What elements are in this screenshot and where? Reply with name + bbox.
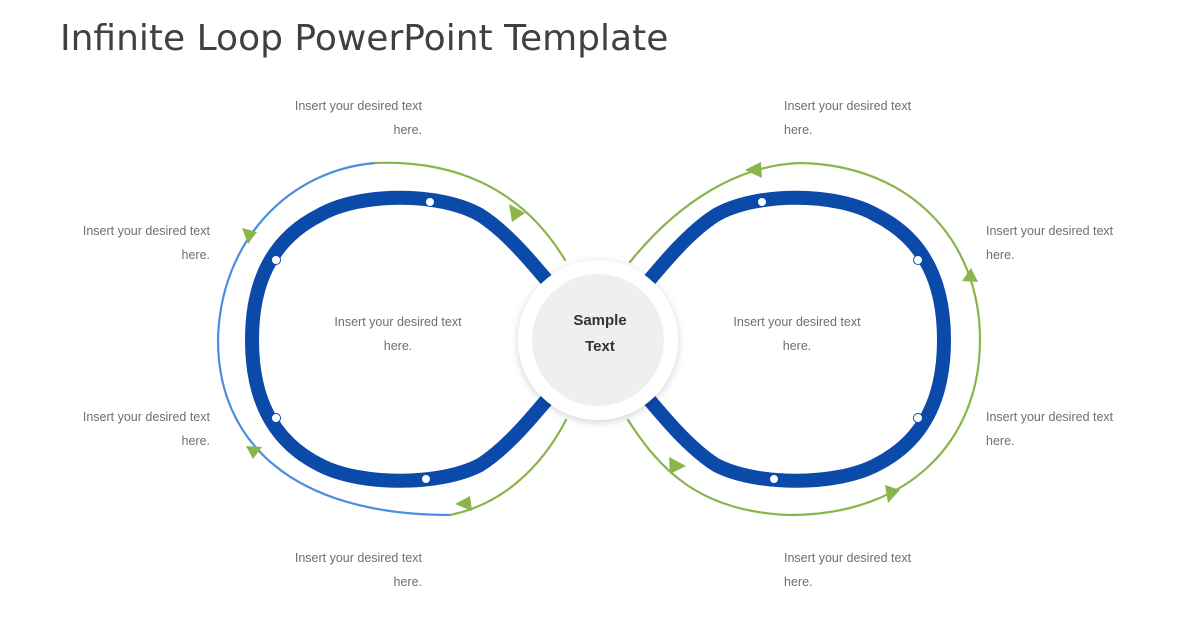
caption-loop-left: Insert your desired text here.: [334, 315, 462, 353]
caption-top-right: Insert your desired text here.: [784, 99, 912, 137]
center-label-line2: Text: [585, 338, 615, 355]
arrow-icon: [745, 162, 762, 178]
arrow-icon: [962, 268, 978, 282]
caption-bottom-left: Insert your desired text here.: [294, 551, 422, 589]
loop-marker-dot: [271, 413, 281, 423]
loop-marker-dot: [757, 197, 767, 207]
arrow-icon: [509, 204, 525, 222]
center-label-line1: Sample: [573, 312, 627, 329]
caption-right-lower: Insert your desired text here.: [986, 410, 1114, 448]
caption-right-upper: Insert your desired text here.: [986, 224, 1114, 262]
arrow-icon: [455, 496, 472, 511]
loop-marker-dot: [425, 197, 435, 207]
loop-marker-dot: [913, 413, 923, 423]
caption-bottom-right: Insert your desired text here.: [784, 551, 912, 589]
center-circle-inner: [532, 274, 664, 406]
arrow-icon: [246, 446, 262, 459]
center-label: Sample Text: [540, 308, 660, 360]
arrow-icon: [669, 457, 686, 474]
caption-loop-right: Insert your desired text here.: [733, 315, 861, 353]
slide-title: Infinite Loop PowerPoint Template: [60, 18, 669, 59]
loop-marker-dot: [913, 255, 923, 265]
arrow-icon: [242, 228, 257, 244]
outer-arc-left-top-green: [373, 161, 567, 262]
caption-left-lower: Insert your desired text here.: [82, 410, 210, 448]
loop-marker-dot: [769, 474, 779, 484]
outer-arc-left-blue: [216, 161, 452, 517]
caption-left-upper: Insert your desired text here.: [82, 224, 210, 262]
loop-marker-dot: [421, 474, 431, 484]
arrow-icon: [885, 485, 900, 503]
loop-marker-dot: [271, 255, 281, 265]
outer-arc-left-bottom-green: [448, 418, 568, 517]
caption-top-left: Insert your desired text here.: [294, 99, 422, 137]
